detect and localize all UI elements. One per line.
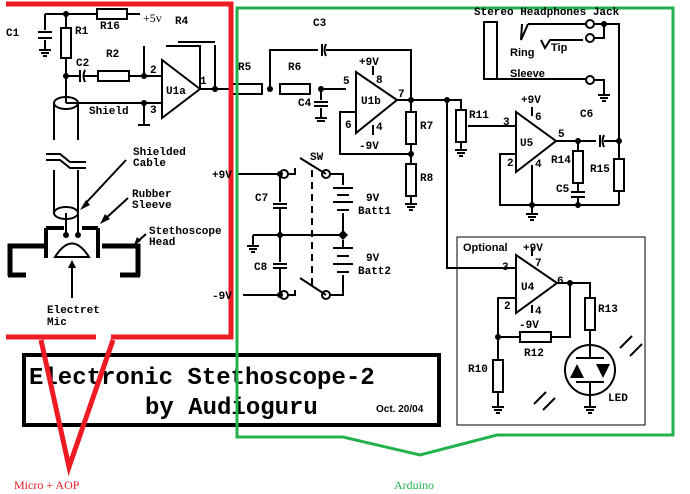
label-pin: 6 [535, 112, 542, 124]
resistor-r16 [96, 8, 128, 20]
opamp-u5 [515, 110, 558, 175]
label-u1a: U1a [166, 86, 186, 98]
label-supply: +9V [521, 95, 541, 107]
label-c4: C4 [298, 98, 312, 110]
optional-led-stage [456, 236, 646, 426]
label-supply: +9V [523, 243, 543, 255]
label-minus-9v: -9V [212, 291, 232, 303]
callout-text: Cable [133, 158, 166, 170]
label-batt: 9V [366, 253, 380, 265]
label-r11: R11 [469, 110, 489, 122]
label-pin: 5 [558, 129, 565, 141]
input-stage [7, 8, 230, 298]
label-r2: R2 [106, 49, 119, 61]
region-micro-aop [6, 1, 234, 340]
label-pin: 7 [398, 89, 405, 101]
label-r7: R7 [420, 121, 433, 133]
filter-stage [230, 43, 516, 269]
label-r1: R1 [75, 26, 89, 38]
callout-text: Head [149, 237, 175, 249]
title-line-1: Electronic Stethoscope-2 [29, 365, 375, 392]
headphone-stage [483, 19, 625, 221]
region-arduino [235, 6, 675, 457]
label-r10: R10 [468, 364, 488, 376]
label-c8: C8 [254, 262, 268, 274]
label-r8: R8 [420, 173, 434, 185]
opamp-u1b [355, 70, 399, 136]
label-supply: +9V [359, 57, 379, 69]
label-plus-9v: +9V [212, 170, 232, 182]
label-ring: Ring [510, 47, 534, 59]
label-switch: SW [310, 152, 324, 164]
resistor-r2 [97, 70, 130, 82]
label-optional: Optional [463, 242, 508, 254]
label-pin: 4 [376, 122, 383, 134]
label-pin: 7 [535, 258, 542, 270]
power-stage [238, 157, 353, 300]
label-u5: U5 [520, 138, 534, 150]
callout-text: Electret [47, 305, 100, 317]
label-r13: R13 [598, 304, 618, 316]
label-arduino: Arduino [394, 478, 434, 492]
label-c7: C7 [255, 193, 268, 205]
label-shield: Shield [89, 106, 129, 118]
label-r15: R15 [590, 164, 610, 176]
callout-text: Rubber [132, 189, 172, 201]
label-5v: +5v [143, 11, 162, 25]
label-pin: 6 [345, 120, 352, 132]
label-c5: C5 [556, 184, 570, 196]
label-u1b: U1b [361, 96, 381, 108]
label-pin: 1 [200, 76, 207, 88]
opamp-u1a [161, 57, 202, 121]
label-pin: 4 [535, 306, 542, 318]
callout-text: Shielded [133, 147, 186, 159]
title-date: Oct. 20/04 [376, 404, 424, 415]
label-batt1: Batt1 [358, 206, 391, 218]
label-r14: R14 [551, 155, 571, 167]
callout-text: Sleeve [132, 200, 172, 212]
label-led: LED [608, 393, 628, 405]
label-c6: C6 [580, 109, 593, 121]
label-tip: Tip [551, 42, 568, 54]
label-r16: R16 [100, 21, 120, 33]
region-micro-aop-pointer [38, 339, 116, 477]
label-supply: -9V [519, 320, 539, 332]
label-pin: 4 [535, 159, 542, 171]
label-pin: 5 [343, 76, 350, 88]
label-pin: 2 [504, 301, 511, 313]
label-pin: 3 [150, 105, 157, 117]
label-r12: R12 [524, 348, 544, 360]
resistor-r1 [60, 27, 72, 59]
title-line-2: by Audioguru [145, 395, 318, 422]
label-pin: 3 [503, 117, 510, 129]
label-c2: C2 [76, 58, 89, 70]
label-supply: -9V [359, 141, 379, 153]
label-batt: 9V [366, 193, 380, 205]
label-pin: 2 [150, 65, 157, 77]
title-block: Electronic Stethoscope-2 by Audioguru Oc… [22, 353, 441, 427]
label-r5: R5 [238, 62, 252, 74]
label-u4: U4 [521, 282, 535, 294]
electret-mic [53, 242, 91, 258]
label-batt2: Batt2 [358, 266, 391, 278]
label-r4: R4 [175, 16, 189, 28]
label-pin: 6 [557, 276, 564, 288]
label-pin: 8 [376, 75, 383, 87]
label-micro-aop: Micro + AOP [14, 478, 80, 492]
label-c3: C3 [313, 18, 327, 30]
callout-text: Stethoscope [149, 226, 222, 238]
opamp-u4 [515, 253, 559, 315]
callout-text: Mic [47, 317, 67, 329]
label-sleeve: Sleeve [510, 68, 545, 80]
label-pin: 3 [502, 262, 509, 274]
label-pin: 2 [507, 158, 514, 170]
label-r6: R6 [288, 62, 301, 74]
label-c1: C1 [6, 28, 20, 40]
label-jack: Stereo Headphones Jack [474, 7, 620, 19]
